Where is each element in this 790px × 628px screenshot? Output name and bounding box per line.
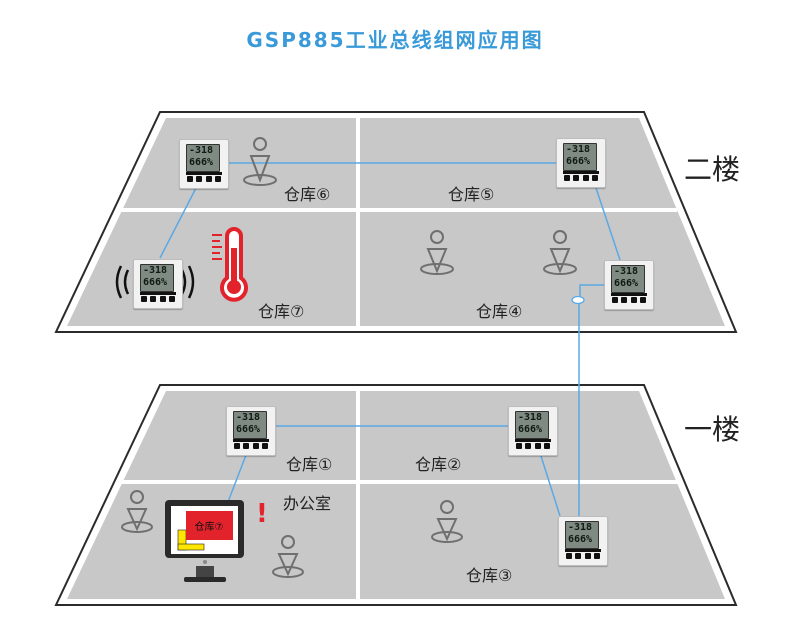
location-pin-r3	[431, 500, 463, 543]
location-pin-office-a	[121, 490, 153, 533]
lower-floor-surface	[67, 391, 725, 599]
bus-line-2-3	[540, 455, 561, 517]
room-label-2: 仓库②	[415, 455, 462, 474]
room-label-6: 仓库⑥	[284, 185, 331, 204]
alert-icon: !	[256, 499, 268, 529]
diagram-title: GSP885工业总线组网应用图	[246, 28, 544, 52]
bus-line-5-4	[595, 187, 621, 261]
bus-line-4-to-riser	[579, 284, 604, 298]
location-pin-office-b	[272, 535, 304, 578]
bus-line-1-pc	[227, 454, 247, 503]
bus-line-6-7	[159, 187, 197, 259]
room-label-5: 仓库⑤	[448, 185, 495, 204]
room-label-1: 仓库①	[286, 455, 333, 474]
bus-lines	[159, 162, 621, 517]
bus-junction	[571, 295, 585, 305]
room-label-4: 仓库④	[476, 302, 523, 321]
location-pin-r4a	[420, 230, 454, 275]
location-pin-r6	[243, 137, 277, 186]
thermometer-icon	[212, 227, 248, 302]
computer-monitor-icon	[165, 500, 244, 582]
floor-label-lower: 一楼	[684, 413, 741, 446]
room-label-3: 仓库③	[466, 566, 513, 585]
location-pin-r4b	[543, 230, 577, 275]
floor-label-upper: 二楼	[684, 153, 741, 186]
room-label-7: 仓库⑦	[258, 302, 305, 321]
room-label-office: 办公室	[283, 494, 332, 513]
monitor-screen-label: 仓库⑦	[195, 520, 224, 533]
